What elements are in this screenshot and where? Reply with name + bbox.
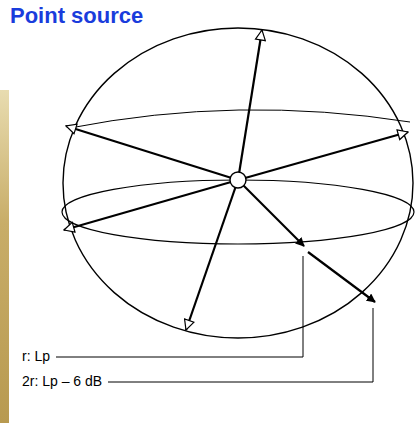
equator bbox=[62, 180, 414, 244]
sphere-outline bbox=[63, 28, 413, 338]
point-source bbox=[230, 172, 246, 188]
latitude-line bbox=[70, 110, 410, 128]
distance-label: 2r: Lp – 6 dB bbox=[22, 373, 102, 389]
distance-label: r: Lp bbox=[22, 348, 50, 364]
leader-line bbox=[56, 256, 303, 357]
leader-line bbox=[108, 308, 373, 382]
radiation-arrows bbox=[64, 30, 408, 330]
side-bar bbox=[0, 90, 9, 423]
title: Point source bbox=[10, 3, 143, 29]
